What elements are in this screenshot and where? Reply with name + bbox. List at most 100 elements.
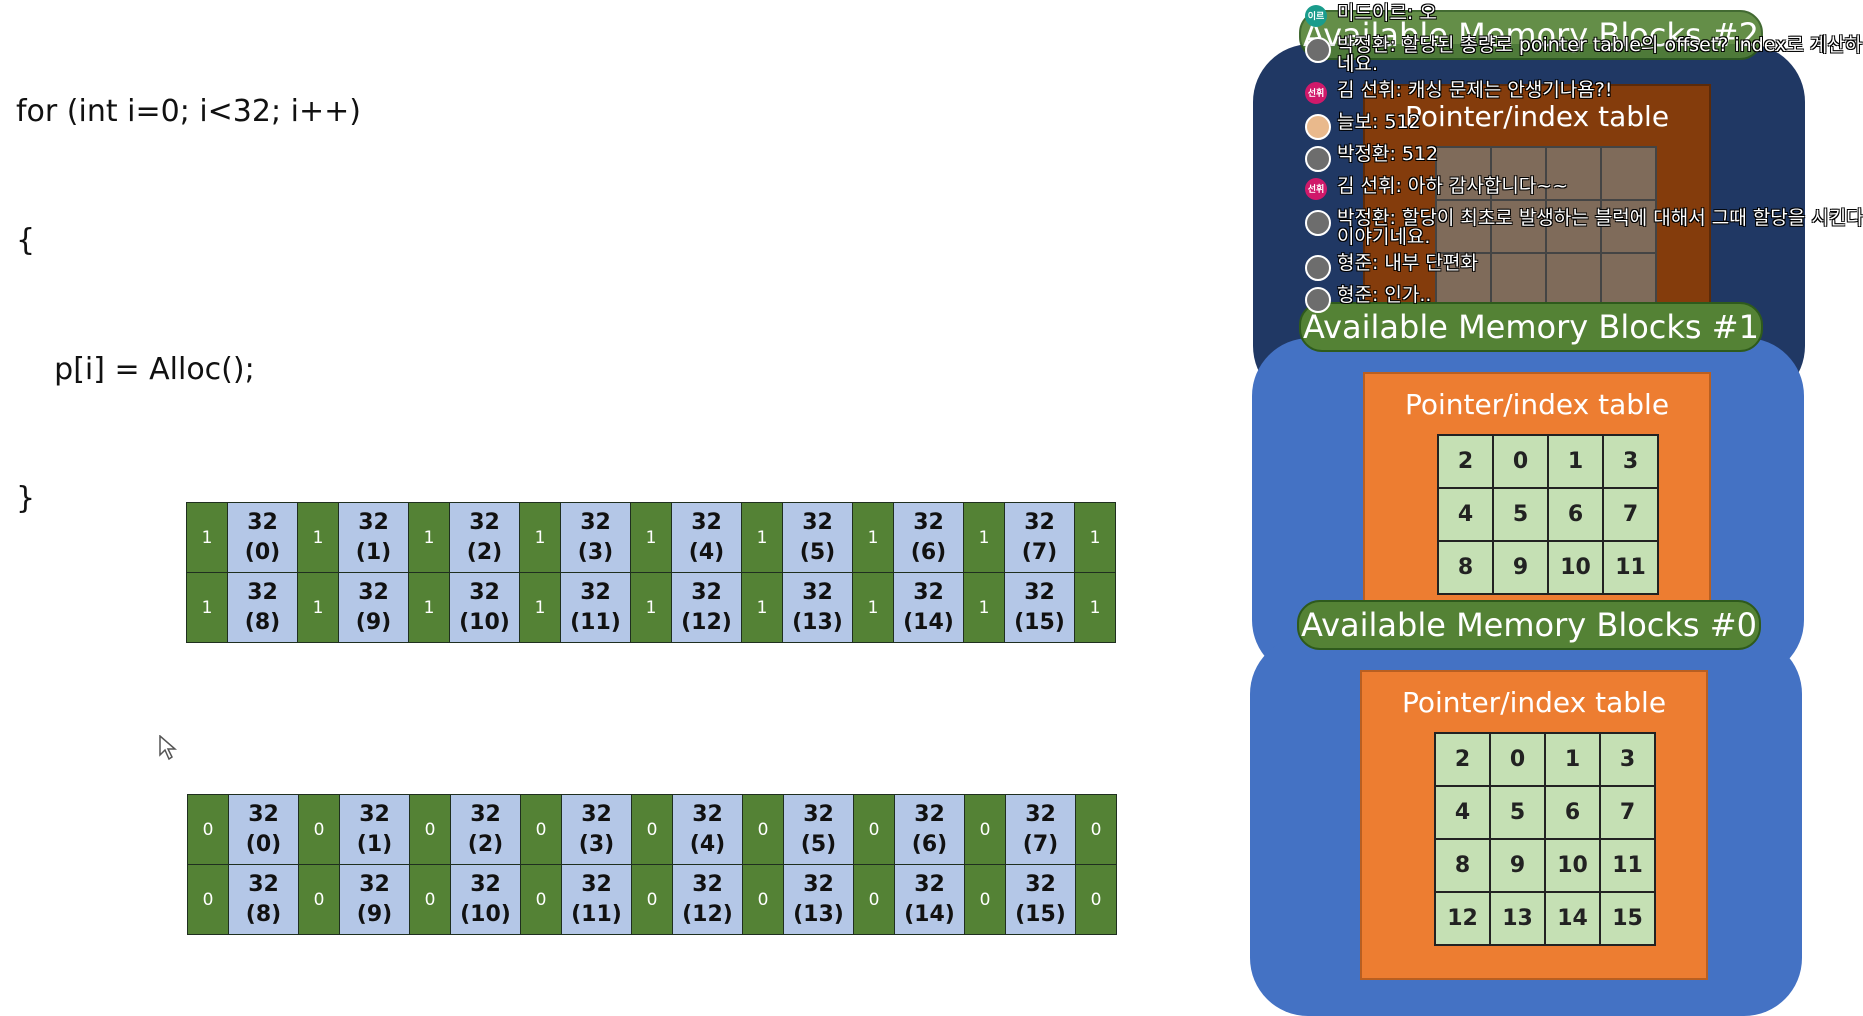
block-index: (11) (571, 901, 622, 927)
chat-username: 형준 (1337, 284, 1372, 306)
block-header: 1 (297, 572, 339, 643)
block-header: 0 (1075, 864, 1117, 935)
block-index: (8) (245, 901, 282, 927)
pointer-cell: 12 (1434, 891, 1491, 946)
block-index: (2) (466, 539, 503, 565)
block-index: (4) (689, 831, 726, 857)
pointer-cell: 7 (1602, 487, 1659, 542)
mouse-cursor-icon (159, 735, 178, 761)
chat-text: 늘보:512 (1337, 113, 1863, 132)
block-index: (0) (244, 539, 281, 565)
block-header: 0 (187, 864, 229, 935)
block-size: 32 (247, 509, 278, 535)
memory-block: 32 (14) (894, 864, 965, 935)
block-size: 32 (914, 871, 945, 897)
block-header: 1 (741, 572, 783, 643)
block-header: 0 (631, 794, 673, 865)
block-header: 0 (520, 794, 562, 865)
block-index: (0) (245, 831, 282, 857)
pointer-cell: 4 (1437, 487, 1494, 542)
block-index: (10) (460, 901, 511, 927)
chat-body-continued: 네요. (1337, 53, 1378, 75)
block-header: 0 (964, 794, 1006, 865)
memory-block: 32(13) (783, 864, 854, 935)
block-header: 1 (408, 572, 450, 643)
block-index: (9) (355, 609, 392, 635)
pointer-cell: 5 (1489, 785, 1546, 840)
chat-text: 김 선휘:캐싱 문제는 안생기나욤?! (1337, 81, 1863, 100)
block-header: 0 (853, 794, 895, 865)
block-header: 1 (741, 502, 783, 573)
block-size: 32 (359, 801, 390, 827)
memory-block: 32(11) (561, 864, 632, 935)
block-index: (14) (904, 901, 955, 927)
block-header: 0 (964, 864, 1006, 935)
block-index: (5) (799, 539, 836, 565)
chat-username: 김 선휘 (1337, 175, 1396, 197)
block-size: 32 (1025, 801, 1056, 827)
block-header: 0 (298, 794, 340, 865)
block-size: 32 (580, 509, 611, 535)
name-separator: : (1389, 207, 1396, 229)
block-header: 0 (742, 794, 784, 865)
block-index: (6) (910, 539, 947, 565)
memory-block: 32(7) (1004, 502, 1075, 573)
chat-body: 아하 감사합니다~~ (1407, 175, 1569, 197)
memory-block: 32(6) (894, 794, 965, 865)
chat-body: 512 (1384, 111, 1421, 133)
pointer-cell: 1 (1547, 434, 1604, 489)
block-header: 1 (852, 572, 894, 643)
memory-block: 32(4) (672, 794, 743, 865)
chat-username: 형준 (1337, 252, 1372, 274)
pointer-cell: 15 (1599, 891, 1656, 946)
block-index: (15) (1014, 609, 1065, 635)
block-size: 32 (469, 509, 500, 535)
pointer-cell: 10 (1547, 540, 1604, 595)
pointer-table-title: Pointer/index table (1401, 686, 1667, 719)
pointer-cell: 1 (1544, 732, 1601, 787)
block-size: 32 (803, 801, 834, 827)
pointer-cell: 9 (1492, 540, 1549, 595)
memory-block: 32(6) (893, 502, 964, 573)
block-header: 0 (409, 794, 451, 865)
block-size: 32 (692, 801, 723, 827)
block-size: 32 (692, 871, 723, 897)
memory-block-1-label: Available Memory Blocks #1 (1299, 302, 1763, 352)
block-header: 0 (631, 864, 673, 935)
chat-text: 형준:내부 단편화 (1337, 254, 1863, 273)
block-header: 1 (630, 502, 672, 573)
pointer-cell: 8 (1434, 838, 1491, 893)
block-size: 32 (913, 509, 944, 535)
block-header: 1 (519, 502, 561, 573)
block-header: 1 (630, 572, 672, 643)
pointer-cell: 13 (1489, 891, 1546, 946)
memory-block: 32(13) (782, 572, 853, 643)
block-index: (3) (577, 539, 614, 565)
block-index: (14) (903, 609, 954, 635)
block-header: 1 (408, 502, 450, 573)
memory-block: 32(1) (339, 794, 410, 865)
block-header: 1 (297, 502, 339, 573)
block-header: 1 (519, 572, 561, 643)
block-header: 0 (187, 794, 229, 865)
memory-block: 32(5) (782, 502, 853, 573)
pointer-cell: 10 (1544, 838, 1601, 893)
block-index: (4) (688, 539, 725, 565)
block-size: 32 (802, 509, 833, 535)
block-header: 0 (409, 864, 451, 935)
pointer-cell: 11 (1602, 540, 1659, 595)
pointer-table-title: Pointer/index table (1404, 100, 1670, 133)
avatar: 선휘 (1305, 82, 1327, 104)
block-size: 32 (469, 579, 500, 605)
chat-body: 캐싱 문제는 안생기나욤?! (1407, 79, 1613, 101)
block-index: (12) (682, 901, 733, 927)
chat-message: 형준:인가.. (1303, 284, 1863, 315)
name-separator: : (1371, 284, 1379, 306)
pointer-cell: 3 (1599, 732, 1656, 787)
block-size: 32 (581, 801, 612, 827)
